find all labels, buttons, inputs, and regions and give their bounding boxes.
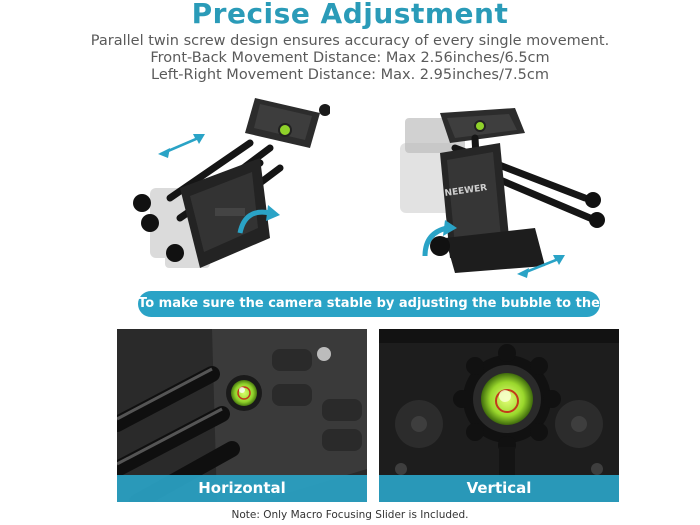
left-right-arrow-icon <box>517 255 565 278</box>
page-title: Precise Adjustment <box>191 0 509 30</box>
rotate-arrow-icon <box>237 205 280 234</box>
subtitle-line-3: Left-Right Movement Distance: Max. 2.95i… <box>151 67 549 83</box>
subtitle-line-2: Front-Back Movement Distance: Max 2.56in… <box>150 50 550 66</box>
footer-note: Note: Only Macro Focusing Slider is Incl… <box>231 509 469 521</box>
front-back-arrow-icon <box>158 134 205 158</box>
bubble-level-icon <box>231 380 257 406</box>
vertical-level-photo: Vertical <box>379 329 619 502</box>
product-image-left-right: NEEWER <box>385 88 610 288</box>
rotate-arrow-icon <box>422 220 457 257</box>
horizontal-caption: Horizontal <box>117 475 367 502</box>
subtitle-line-1: Parallel twin screw design ensures accur… <box>90 33 610 49</box>
vertical-caption: Vertical <box>379 475 619 502</box>
product-image-front-back <box>120 88 331 288</box>
instruction-banner: To make sure the camera stable by adjust… <box>138 291 600 337</box>
horizontal-level-photo: Horizontal <box>117 329 367 502</box>
